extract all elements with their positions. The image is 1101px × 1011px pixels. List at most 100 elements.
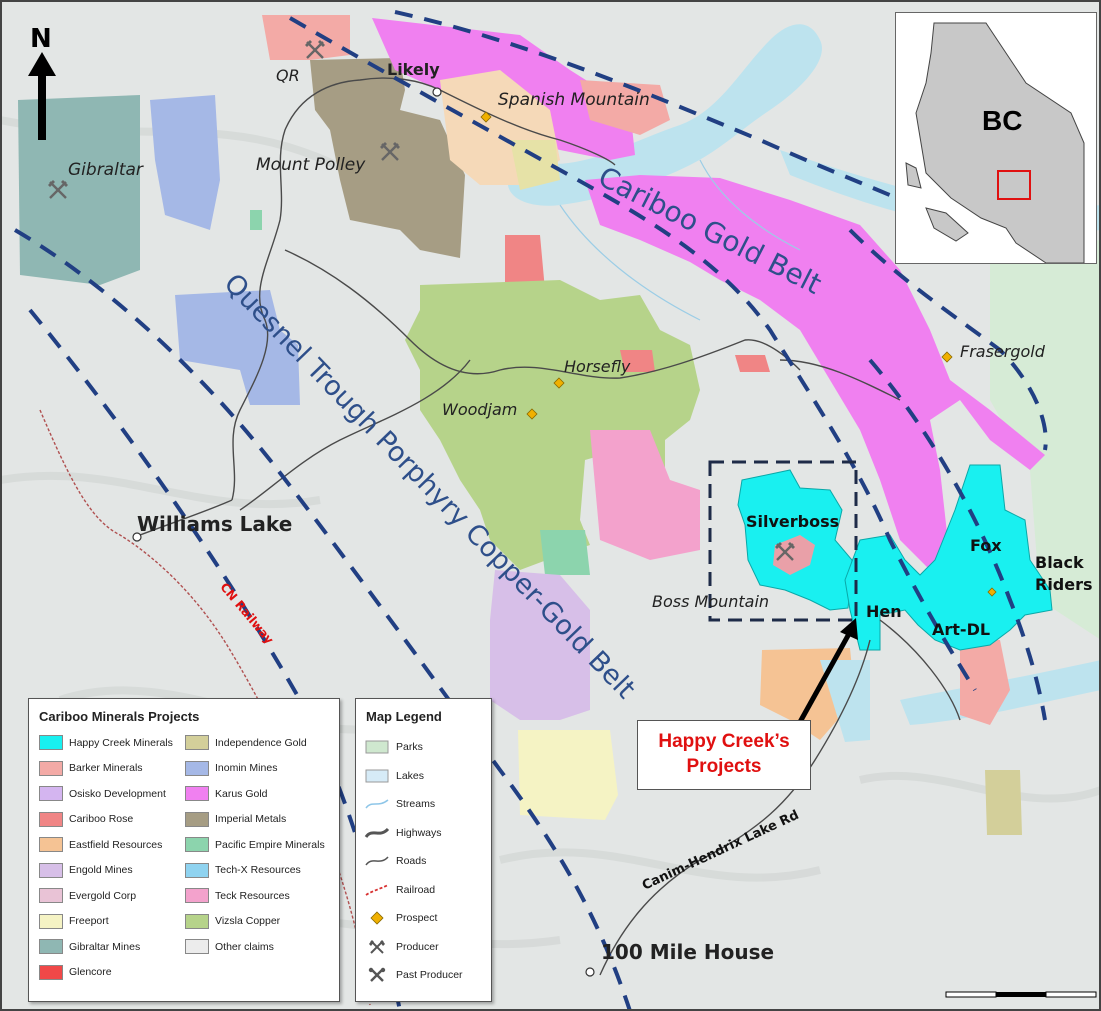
legend-label: Freeport bbox=[69, 915, 109, 927]
spanish-mountain-label: Spanish Mountain bbox=[498, 90, 650, 110]
legend-swatch bbox=[185, 888, 209, 903]
stream-line-icon bbox=[364, 796, 390, 812]
cariboo-legend-item: Freeport bbox=[39, 913, 109, 929]
black-riders-label: Black Riders bbox=[1035, 553, 1093, 594]
legend-swatch bbox=[39, 811, 63, 827]
claim-polygons bbox=[18, 15, 1045, 835]
cariboo-legend-item: Glencore bbox=[39, 964, 112, 980]
cariboo-legend-item: Other claims bbox=[185, 939, 274, 954]
legend-label: Past Producer bbox=[396, 969, 463, 981]
legend-label: Inomin Mines bbox=[215, 762, 278, 774]
legend-swatch bbox=[39, 760, 63, 776]
road-line-icon bbox=[364, 853, 390, 869]
woodjam-label: Woodjam bbox=[442, 400, 518, 419]
legend-swatch bbox=[185, 862, 209, 878]
map-legend-item: Highways bbox=[364, 825, 442, 841]
silverboss-pink bbox=[773, 535, 815, 575]
legend-label: Karus Gold bbox=[215, 787, 268, 800]
cariboo-legend-title: Cariboo Minerals Projects bbox=[39, 709, 200, 724]
legend-swatch bbox=[39, 964, 63, 980]
roads bbox=[139, 77, 961, 976]
legend-label: Vizsla Copper bbox=[215, 915, 281, 927]
cariboo-legend-item: Vizsla Copper bbox=[185, 913, 281, 929]
callout-arrow bbox=[797, 618, 858, 724]
quesnel-lake bbox=[507, 24, 822, 206]
legend-swatch bbox=[185, 735, 209, 750]
lake-swatch bbox=[364, 768, 390, 784]
highway-line-icon bbox=[364, 825, 390, 841]
williams-lake-dot bbox=[132, 532, 142, 542]
hen-label: Hen bbox=[866, 602, 902, 621]
legend-swatch bbox=[39, 939, 63, 954]
likely-label: Likely bbox=[387, 60, 440, 79]
legend-swatch bbox=[39, 735, 63, 750]
legend-label: Teck Resources bbox=[215, 889, 290, 902]
map-legend-item: Railroad bbox=[364, 882, 435, 898]
legend-swatch bbox=[39, 913, 63, 929]
map-legend-item: Prospect bbox=[364, 910, 437, 926]
map-legend-title: Map Legend bbox=[366, 709, 442, 724]
legend-swatch bbox=[39, 862, 63, 878]
cariboo-minerals-legend: Cariboo Minerals Projects Happy Creek Mi… bbox=[28, 698, 340, 1002]
legend-label: Engold Mines bbox=[69, 864, 133, 876]
legend-label: Evergold Corp bbox=[69, 889, 137, 902]
hundred-mile-house-label: 100 Mile House bbox=[601, 940, 775, 964]
scale-bar bbox=[945, 991, 1097, 998]
prospect-diamond-icon bbox=[364, 910, 390, 926]
legend-label: Railroad bbox=[396, 883, 436, 896]
map-legend-item: Lakes bbox=[364, 768, 424, 784]
happy-creek-claims-east bbox=[844, 464, 1053, 651]
producer-pickaxe-icon bbox=[364, 939, 390, 955]
legend-label: Prospect bbox=[396, 912, 438, 924]
bc-inset-map: BC bbox=[895, 12, 1097, 264]
prospect-diamond-icons bbox=[480, 111, 997, 597]
likely-dot bbox=[432, 87, 442, 97]
legend-swatch bbox=[185, 760, 209, 776]
hundred-mile-dot bbox=[585, 967, 595, 977]
map-legend-item: Streams bbox=[364, 796, 435, 812]
park-swatch bbox=[364, 739, 390, 755]
bc-label: BC bbox=[982, 105, 1023, 136]
williams-lake-label: Williams Lake bbox=[137, 512, 293, 536]
cariboo-legend-item: Happy Creek Minerals bbox=[39, 735, 173, 750]
legend-label: Osisko Development bbox=[69, 787, 166, 800]
map-legend-item: Parks bbox=[364, 739, 423, 755]
legend-label: Eastfield Resources bbox=[69, 838, 163, 851]
legend-swatch bbox=[39, 837, 63, 852]
past-producer-pickaxe-icon bbox=[364, 967, 390, 983]
legend-swatch bbox=[39, 888, 63, 903]
legend-label: Cariboo Rose bbox=[69, 813, 134, 825]
legend-swatch bbox=[185, 913, 209, 929]
silverboss-label: Silverboss bbox=[746, 512, 840, 531]
cariboo-legend-item: Pacific Empire Minerals bbox=[185, 837, 325, 852]
legend-label: Producer bbox=[396, 940, 439, 953]
cariboo-legend-item: Eastfield Resources bbox=[39, 837, 162, 852]
happy-creek-focus-box bbox=[708, 460, 858, 622]
happy-creek-projects-callout: Happy Creek’s Projects bbox=[637, 720, 811, 790]
mount-polley-label: Mount Polley bbox=[256, 155, 366, 175]
legend-label: Highways bbox=[396, 826, 442, 839]
legend-label: Imperial Metals bbox=[215, 813, 287, 825]
fox-label: Fox bbox=[970, 536, 1002, 555]
legend-label: Gibraltar Mines bbox=[69, 940, 141, 953]
railroad-line-icon bbox=[364, 882, 390, 898]
legend-label: Other claims bbox=[215, 940, 274, 953]
cariboo-legend-item: Tech-X Resources bbox=[185, 862, 301, 878]
cariboo-legend-item: Engold Mines bbox=[39, 862, 133, 878]
cariboo-legend-item: Gibraltar Mines bbox=[39, 939, 140, 954]
cariboo-legend-item: Karus Gold bbox=[185, 786, 268, 801]
cariboo-legend-item: Osisko Development bbox=[39, 786, 166, 801]
bc-outline-icon bbox=[905, 22, 1085, 264]
legend-label: Parks bbox=[396, 741, 423, 753]
legend-label: Roads bbox=[396, 855, 427, 867]
cariboo-legend-item: Independence Gold bbox=[185, 735, 307, 750]
map-legend-item: Producer bbox=[364, 939, 439, 955]
cariboo-legend-item: Imperial Metals bbox=[185, 811, 287, 827]
art-dl-label: Art-DL bbox=[932, 620, 991, 639]
legend-label: Streams bbox=[396, 798, 436, 810]
legend-swatch bbox=[185, 837, 209, 852]
cariboo-legend-item: Cariboo Rose bbox=[39, 811, 134, 827]
north-label: N bbox=[30, 24, 52, 54]
